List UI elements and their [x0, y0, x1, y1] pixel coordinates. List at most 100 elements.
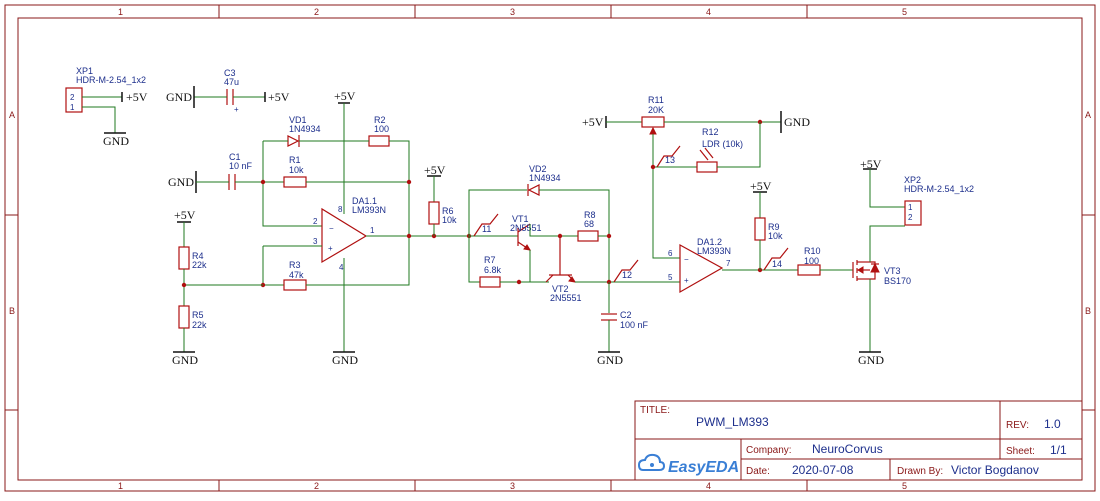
- grid-col-3: 3: [510, 7, 515, 17]
- xp1-vcc-symbol: +5V: [121, 90, 148, 104]
- xp2-pin2-label: 2: [908, 213, 913, 222]
- da11-value: LM393N: [352, 205, 386, 215]
- net-flag-14: 14: [763, 247, 789, 271]
- r1-resistor[interactable]: R1 10k: [283, 155, 307, 188]
- wire-r11-wiper: [652, 134, 680, 259]
- r1-value: 10k: [289, 165, 304, 175]
- net-flag-13: 13: [656, 145, 681, 168]
- r7-value: 6.8k: [484, 265, 502, 275]
- c1-ref: C1: [229, 152, 241, 162]
- da12-pin6: 6: [668, 249, 673, 258]
- svg-text:12: 12: [622, 270, 632, 280]
- svg-text:GND: GND: [172, 353, 198, 367]
- wire-vd2-left: [468, 189, 527, 236]
- grid-row-a-right: A: [1085, 110, 1091, 120]
- vt1-transistor[interactable]: VT1 2N5551: [510, 214, 542, 251]
- da12-pin5: 5: [668, 273, 673, 282]
- c2-capacitor[interactable]: C2 100 nF: [601, 310, 649, 330]
- svg-text:+5V: +5V: [174, 208, 196, 222]
- drawing-frame: [4, 4, 1096, 492]
- r5-resistor[interactable]: R5 22k: [178, 305, 207, 330]
- da11-comparator[interactable]: − + 2 3 1 4 8 DA1.1 LM393N: [313, 196, 386, 272]
- xp1-connector[interactable]: 2 1 XP1 HDR-M-2.54_1x2: [65, 66, 146, 113]
- wire-noninv-r3: [262, 246, 284, 286]
- r4-resistor[interactable]: R4 22k: [178, 246, 207, 270]
- vd1-diode[interactable]: VD1 1N4934: [287, 115, 321, 147]
- da11-pin1: 1: [370, 226, 375, 235]
- xp1-pin1-label: 1: [70, 103, 75, 112]
- c2-ref: C2: [620, 310, 632, 320]
- grid-labels: 1 2 3 4 5 1 2 3 4 5 A B A B: [9, 7, 1091, 491]
- da12-comparator[interactable]: − + 6 5 7 DA1.2 LM393N: [668, 237, 731, 294]
- r12-ref: R12: [702, 127, 719, 137]
- net-flag-12: 12: [613, 259, 639, 283]
- grid-col-3-bottom: 3: [510, 481, 515, 491]
- da11-pin2: 2: [313, 217, 318, 226]
- junction: [650, 164, 656, 170]
- vt3-mosfet[interactable]: VT3 BS170: [852, 260, 911, 286]
- c2-value: 100 nF: [620, 320, 649, 330]
- r9-resistor[interactable]: R9 10k: [754, 217, 783, 241]
- r2-ref: R2: [374, 115, 386, 125]
- r2-value: 100: [374, 124, 389, 134]
- r7-ref: R7: [484, 255, 496, 265]
- c3-vcc-symbol: +5V: [264, 90, 290, 104]
- date-value: 2020-07-08: [792, 463, 854, 477]
- wire-vd2-right: [539, 189, 610, 282]
- c1-capacitor[interactable]: C1 10 nF: [228, 152, 253, 190]
- c3-capacitor[interactable]: C3 47u +: [224, 68, 239, 114]
- r11-gnd-symbol: GND: [780, 111, 810, 133]
- r7-resistor[interactable]: R7 6.8k: [479, 255, 502, 288]
- r6-value: 10k: [442, 215, 457, 225]
- r3-resistor[interactable]: R3 47k: [283, 260, 307, 291]
- vt2-value: 2N5551: [550, 293, 582, 303]
- xp2-connector[interactable]: 1 2 XP2 HDR-M-2.54_1x2: [904, 175, 974, 226]
- da12-value: LM393N: [697, 246, 731, 256]
- r4-vcc-symbol: +5V: [174, 208, 196, 223]
- r11-potentiometer[interactable]: R11 20K: [641, 95, 665, 135]
- da12-ref: DA1.2: [697, 237, 722, 247]
- svg-text:GND: GND: [597, 353, 623, 367]
- r2-resistor[interactable]: R2 100: [368, 115, 390, 147]
- svg-text:−: −: [329, 224, 334, 233]
- r3-ref: R3: [289, 260, 301, 270]
- c1-gnd-symbol: GND: [168, 171, 197, 193]
- grid-col-4: 4: [706, 7, 711, 17]
- r10-ref: R10: [804, 246, 821, 256]
- wire-r7-left: [468, 236, 480, 283]
- r12-ldr[interactable]: R12 LDR (10k): [696, 127, 743, 173]
- vd2-value: 1N4934: [529, 173, 561, 183]
- r6-ref: R6: [442, 206, 454, 216]
- r9-value: 10k: [768, 231, 783, 241]
- vt2-transistor[interactable]: VT2 2N5551: [545, 236, 582, 303]
- svg-text:+5V: +5V: [126, 90, 148, 104]
- da12-pin7: 7: [726, 259, 731, 268]
- r11-value: 20K: [648, 105, 664, 115]
- sheet-value: 1/1: [1050, 443, 1067, 457]
- r9-vcc-symbol: +5V: [750, 179, 772, 193]
- vd2-diode[interactable]: VD2 1N4934: [527, 164, 561, 196]
- svg-text:GND: GND: [166, 90, 192, 104]
- rev-label: REV:: [1006, 420, 1029, 431]
- xp1-value: HDR-M-2.54_1x2: [76, 75, 146, 85]
- r12-value: LDR (10k): [702, 139, 743, 149]
- svg-text:GND: GND: [168, 175, 194, 189]
- sheet-label: Sheet:: [1006, 446, 1035, 457]
- svg-text:−: −: [684, 255, 689, 264]
- da11-vcc-symbol: +5V: [334, 89, 356, 104]
- svg-text:14: 14: [772, 259, 782, 269]
- da11-pin3: 3: [313, 237, 318, 246]
- grid-col-5: 5: [902, 7, 907, 17]
- c3-gnd-symbol: GND: [166, 86, 195, 108]
- r10-resistor[interactable]: R10 100: [797, 246, 821, 276]
- grid-col-2: 2: [314, 7, 319, 17]
- xp2-pin1-label: 1: [908, 203, 913, 212]
- r6-resistor[interactable]: R6 10k: [428, 201, 457, 225]
- vt3-ref: VT3: [884, 266, 901, 276]
- junction: [406, 179, 412, 185]
- svg-text:11: 11: [482, 224, 491, 234]
- c2-gnd-symbol: GND: [597, 351, 623, 367]
- r8-resistor[interactable]: R8 68: [577, 210, 599, 242]
- xp2-ref: XP2: [904, 175, 921, 185]
